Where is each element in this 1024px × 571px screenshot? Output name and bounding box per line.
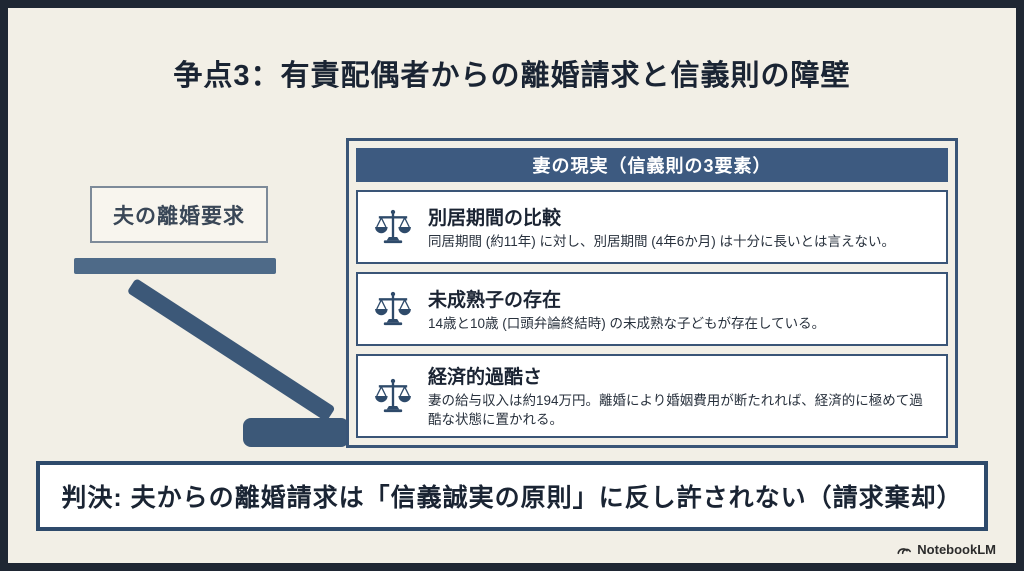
seesaw-base [243,418,349,447]
verdict-banner: 判決: 夫からの離婚請求は「信義誠実の原則」に反し許されない（請求棄却） [36,461,988,531]
brand-footer: NotebookLM [897,542,996,557]
factor-title: 未成熟子の存在 [428,289,562,311]
factor-card-separation: 別居期間の比較 同居期間 (約11年) に対し、別居期間 (4年6か月) は十分… [356,190,948,265]
slide-title: 争点3：有責配偶者からの離婚請求と信義則の障壁 [173,60,851,92]
seesaw-beam [126,278,336,422]
factor-description: 同居期間 (約11年) に対し、別居期間 (4年6か月) は十分に長いとは言えな… [428,233,896,249]
factor-title: 経済的過酷さ [428,367,543,389]
factor-text: 別居期間の比較 同居期間 (約11年) に対し、別居期間 (4年6か月) は十分… [428,203,932,252]
husband-demand-label: 夫の離婚要求 [113,204,245,228]
balance-scale-icon [372,290,414,328]
balance-scale-icon [372,208,414,246]
factor-card-list: 別居期間の比較 同居期間 (約11年) に対し、別居期間 (4年6か月) は十分… [356,190,948,438]
factor-text: 未成熟子の存在 14歳と10歳 (口頭弁論終結時) の未成熟な子どもが存在してい… [428,285,932,334]
factor-card-economic: 経済的過酷さ 妻の給与収入は約194万円。離婚により婚姻費用が断たれれば、経済的… [356,354,948,438]
husband-demand-box: 夫の離婚要求 [90,186,268,243]
factor-title: 別居期間の比較 [428,207,562,229]
factor-description: 14歳と10歳 (口頭弁論終結時) の未成熟な子どもが存在している。 [428,315,826,331]
factor-description: 妻の給与収入は約194万円。離婚により婚姻費用が断たれれば、経済的に極めて過酷な… [428,393,923,428]
slide-canvas: 争点3：有責配偶者からの離婚請求と信義則の障壁 夫の離婚要求 妻の現実（信義則の… [8,8,1016,563]
factor-text: 経済的過酷さ 妻の給与収入は約194万円。離婚により婚姻費用が断たれれば、経済的… [428,362,932,430]
brand-name: NotebookLM [917,542,996,557]
balance-scale-icon [372,377,414,415]
seesaw-plank [74,258,276,274]
wife-reality-panel: 妻の現実（信義則の3要素） [346,138,958,448]
factor-card-children: 未成熟子の存在 14歳と10歳 (口頭弁論終結時) の未成熟な子どもが存在してい… [356,272,948,347]
notebooklm-logo-icon [897,543,912,556]
verdict-text: 判決: 夫からの離婚請求は「信義誠実の原則」に反し許されない（請求棄却） [61,484,963,512]
panel-header: 妻の現実（信義則の3要素） [356,148,948,182]
